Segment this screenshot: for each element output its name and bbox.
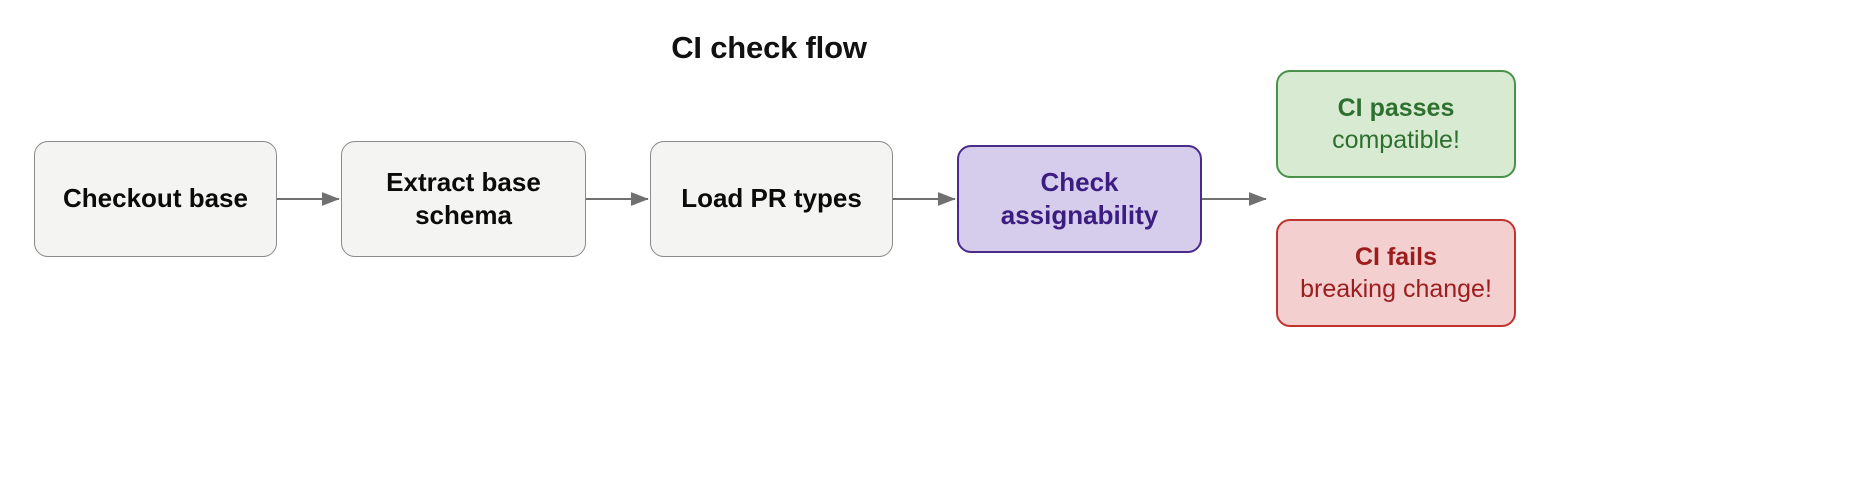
node-extract-base-schema-line-1: Extract base xyxy=(386,166,541,197)
node-ci-passes[interactable]: CI passes compatible! xyxy=(1276,70,1516,178)
node-checkout-base-line-1: Checkout base xyxy=(63,183,248,214)
node-ci-passes-subtitle: compatible! xyxy=(1332,126,1460,154)
node-check-assignability-line-2: assignability xyxy=(1000,200,1159,230)
diagram-title: CI check flow xyxy=(0,30,1858,66)
node-check-assignability-line-1: Check xyxy=(1040,166,1119,197)
node-extract-base-schema-line-2: schema xyxy=(415,200,512,230)
node-ci-fails-subtitle: breaking change! xyxy=(1300,275,1492,303)
node-check-assignability[interactable]: Check assignability xyxy=(957,145,1202,253)
node-ci-passes-title: CI passes xyxy=(1337,94,1455,122)
node-load-pr-types-line-1: Load PR types xyxy=(681,183,862,214)
diagram-title-text: CI check flow xyxy=(671,30,867,65)
node-load-pr-types[interactable]: Load PR types xyxy=(650,141,893,257)
node-checkout-base[interactable]: Checkout base xyxy=(34,141,277,257)
node-extract-base-schema[interactable]: Extract base schema xyxy=(341,141,586,257)
node-ci-fails[interactable]: CI fails breaking change! xyxy=(1276,219,1516,327)
node-ci-fails-title: CI fails xyxy=(1355,243,1437,271)
